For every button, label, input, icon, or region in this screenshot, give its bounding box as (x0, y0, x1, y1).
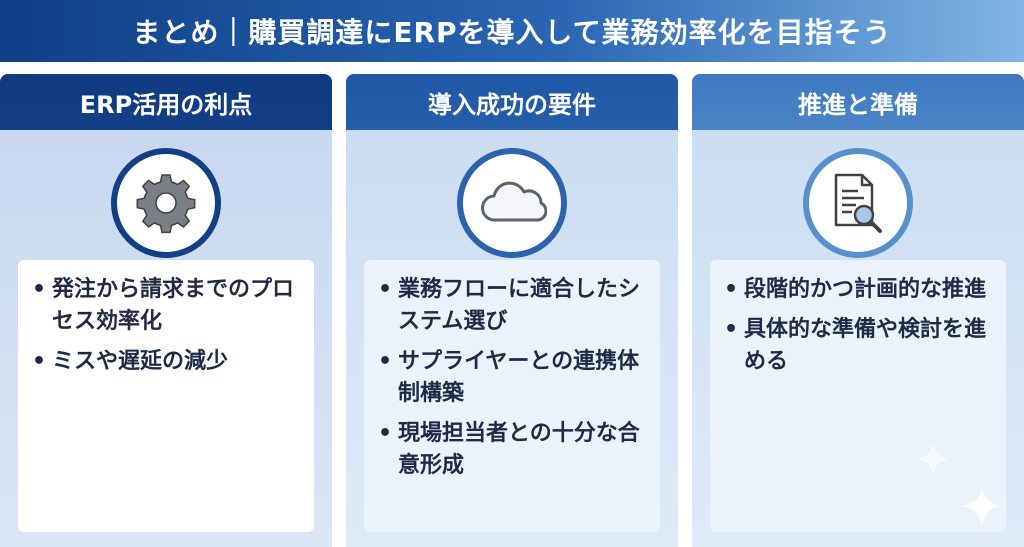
bullet-card: • 発注から請求までのプロセス効率化 • ミスや遅延の減少 (18, 260, 314, 532)
sparkle-icon (962, 486, 1002, 526)
icon-badge (111, 148, 221, 258)
column-heading: ERP活用の利点 (0, 74, 332, 130)
icon-badge (803, 148, 913, 258)
column-promotion-preparation: 推進と準備 • 段階的かつ計画的な推進 • 具体的な準備や検討を進める (692, 74, 1024, 547)
column-heading: 推進と準備 (692, 74, 1024, 130)
list-item: • 発注から請求までのプロセス効率化 (32, 277, 295, 334)
page-title: まとめ｜購買調達にERPを導入して業務効率化を目指そう (132, 16, 892, 49)
icon-badge (457, 148, 567, 258)
bullet-card: • 業務フローに適合したシステム選び • サプライヤーとの連携体制構築 • 現場… (364, 260, 660, 532)
column-heading: 導入成功の要件 (346, 74, 678, 130)
gear-icon (136, 174, 196, 234)
list-item: • ミスや遅延の減少 (32, 349, 229, 374)
list-item: • 具体的な準備や検討を進める (724, 317, 987, 374)
list-item: • サプライヤーとの連携体制構築 (378, 349, 640, 406)
bullet-card: • 段階的かつ計画的な推進 • 具体的な準備や検討を進める (710, 260, 1006, 532)
column-success-requirements: 導入成功の要件 • 業務フローに適合したシステム選び • サプライヤーとの連携体… (346, 74, 678, 547)
document-search-icon (834, 173, 882, 233)
list-item: • 業務フローに適合したシステム選び (378, 277, 641, 334)
title-bar: まとめ｜購買調達にERPを導入して業務効率化を目指そう (0, 0, 1024, 62)
sparkle-icon (916, 442, 950, 476)
list-item: • 段階的かつ計画的な推進 (724, 277, 987, 302)
column-erp-benefits: ERP活用の利点 • 発注から請求までのプロセス効率化 • ミスや遅延の減少 (0, 74, 332, 547)
cloud-icon (481, 181, 547, 222)
list-item: • 現場担当者との十分な合意形成 (378, 421, 640, 478)
